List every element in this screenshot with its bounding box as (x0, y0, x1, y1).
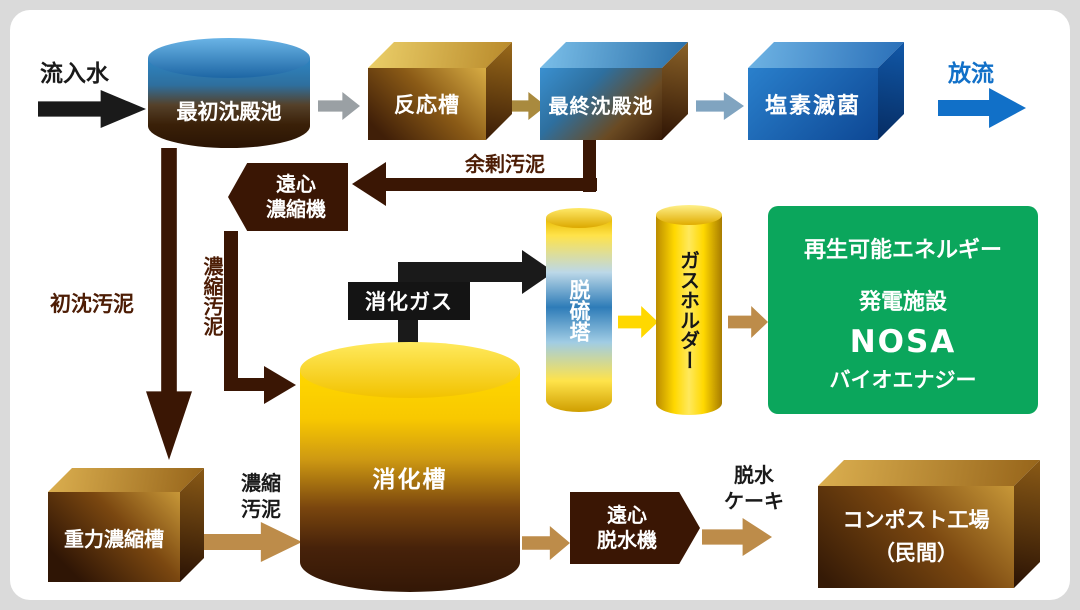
thickened-sludge-pipe-vertical (224, 231, 238, 391)
digestion-gas-pipe-horizontal (398, 262, 524, 282)
holder-label: ガスホルダー (676, 250, 701, 370)
inflow-label: 流入水 (40, 61, 109, 87)
thickened-sludge-pipe-horizontal (224, 378, 268, 391)
chlorine-sterilization-tank: 塩素滅菌 (748, 42, 904, 140)
thickened-sludge-line1: 濃縮 (241, 471, 281, 495)
arrow-digester-to-dehydrator (522, 526, 570, 560)
tower-label: 脱硫塔 (567, 278, 591, 342)
inflow-arrow (38, 90, 146, 128)
dewatered-cake-label: 脱水 ケーキ (706, 462, 802, 514)
holder-label-wrap: ガスホルダー (656, 205, 722, 415)
desulfurization-tower: 脱硫塔 (546, 208, 612, 412)
cylinder-lid (148, 38, 310, 78)
dehydrator-label-line1: 遠心 (607, 503, 647, 527)
box-face-front: コンポスト工場 （民間） (818, 486, 1014, 588)
gravity-thickener-label: 重力濃縮槽 (64, 526, 164, 551)
outflow-arrow (938, 88, 1026, 128)
compost-label-line2: （民間） (874, 541, 958, 565)
energy-line1: 再生可能エネルギー (803, 238, 1002, 263)
arrow-holder-to-energy (728, 306, 768, 338)
tower-label-wrap: 脱硫塔 (546, 208, 612, 412)
reaction-tank: 反応槽 (368, 42, 512, 140)
cylinder-body (656, 215, 722, 415)
diagram-panel: 最初沈殿池 反応槽 最終沈殿池 塩素滅菌 消化槽 脱硫塔 (10, 10, 1070, 600)
compost-factory: コンポスト工場 （民間） (818, 460, 1040, 588)
box-face-front: 重力濃縮槽 (48, 492, 180, 582)
cylinder-body (546, 218, 612, 412)
arrow-primary-to-reaction (318, 92, 360, 120)
thickened-sludge-bottom-label: 濃縮 汚泥 (226, 470, 296, 522)
box-face-top (748, 42, 904, 68)
compost-label-line1: コンポスト工場 (842, 508, 990, 533)
final-tank-label: 最終沈殿池 (548, 93, 654, 118)
outflow-label: 放流 (948, 61, 994, 87)
primary-sludge-label: 初沈汚泥 (50, 292, 134, 316)
arrow-tower-to-holder (618, 306, 658, 338)
box-face-front: 最終沈殿池 (540, 68, 662, 140)
digester-tank: 消化槽 (300, 342, 520, 592)
box-face-top (48, 468, 204, 492)
primary-sludge-arrow (146, 148, 192, 460)
digestion-gas-label: 消化ガス (348, 282, 470, 320)
thickened-sludge-arrowhead (264, 366, 296, 404)
box-face-front: 塩素滅菌 (748, 68, 878, 140)
energy-line4: バイオエナジー (829, 368, 977, 392)
cylinder-body (300, 370, 520, 592)
box-face-top (368, 42, 512, 68)
cylinder-lid (656, 205, 722, 225)
gravity-thickener-tank: 重力濃縮槽 (48, 468, 204, 582)
primary-tank-label: 最初沈殿池 (176, 100, 282, 124)
cylinder-lid (300, 342, 520, 398)
energy-line2: 発電施設 (858, 290, 947, 315)
excess-sludge-arrowhead (352, 162, 386, 206)
primary-sedimentation-tank: 最初沈殿池 (148, 38, 310, 148)
thickener-label-line1: 遠心 (276, 172, 316, 196)
thickener-label-line2: 濃縮機 (266, 197, 326, 221)
thickened-sludge-vertical-label: 濃縮汚泥 (200, 256, 224, 336)
energy-line3: NOSA (849, 324, 957, 360)
digester-label: 消化槽 (372, 467, 448, 493)
energy-facility-card: 再生可能エネルギー 発電施設 NOSA バイオエナジー (768, 206, 1038, 414)
cylinder-lid (546, 208, 612, 228)
arrow-gravity-to-digester (204, 522, 302, 562)
box-face-front: 反応槽 (368, 68, 486, 140)
box-face-top (540, 42, 688, 68)
arrow-dehydrator-to-compost (702, 518, 772, 556)
arrow-final-to-chlorine (696, 92, 744, 120)
excess-sludge-pipe-horizontal (385, 178, 597, 191)
chlorine-label: 塩素滅菌 (764, 94, 861, 119)
centrifugal-thickener-badge: 遠心 濃縮機 (228, 163, 348, 231)
box-face-top (818, 460, 1040, 486)
cake-line2: ケーキ (724, 489, 784, 513)
cake-line1: 脱水 (734, 463, 774, 487)
final-sedimentation-tank: 最終沈殿池 (540, 42, 688, 140)
dehydrator-label-line2: 脱水機 (597, 528, 657, 552)
excess-sludge-label: 余剰汚泥 (465, 152, 545, 176)
thickened-sludge-line2: 汚泥 (241, 497, 281, 521)
gas-holder: ガスホルダー (656, 205, 722, 415)
centrifugal-dehydrator-badge: 遠心 脱水機 (570, 492, 700, 564)
reaction-tank-label: 反応槽 (394, 93, 460, 117)
